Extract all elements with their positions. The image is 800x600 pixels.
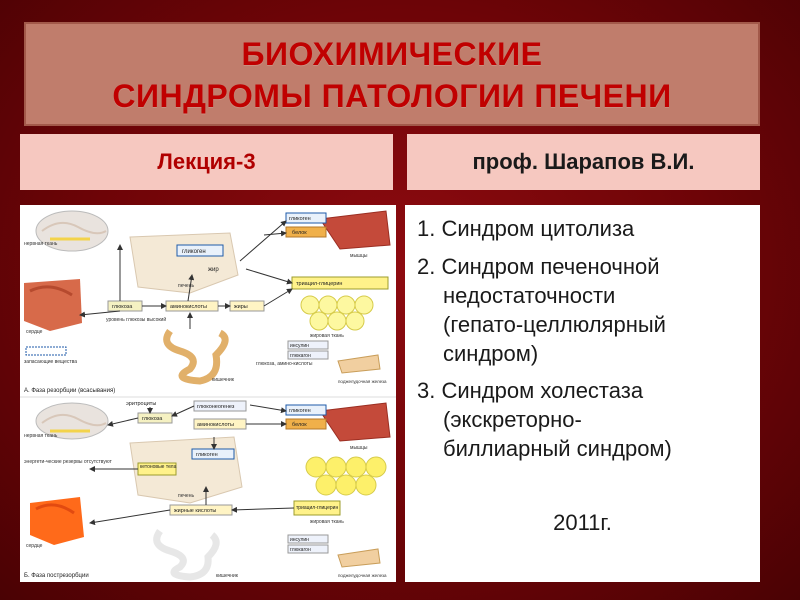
amino-acids-label: аминокислоты: [170, 304, 207, 310]
syndrome-text-line-1: Синдром холестаза: [441, 378, 644, 403]
nerve-tissue-label: нервная ткань: [24, 241, 58, 247]
glucose-label: глюкоза: [142, 416, 163, 422]
postabsorption-arrows: [89, 404, 295, 526]
author-label-box: проф. Шарапов В.И.: [407, 134, 760, 190]
absorption-arrows: [79, 220, 293, 329]
insulin-label: инсулин: [290, 343, 309, 349]
slide-title-line-1: БИОХИМИЧЕСКИЕ: [241, 36, 543, 72]
liver-label: печень: [178, 493, 194, 499]
glucose-label: глюкоза: [112, 304, 133, 310]
fat-label: жир: [208, 267, 219, 273]
muscle-glycogen-label: гликоген: [289, 408, 311, 414]
glucose-level-label: уровень глюкозы высокий: [106, 316, 166, 323]
slide-title-box: БИОХИМИЧЕСКИЕ СИНДРОМЫ ПАТОЛОГИИ ПЕЧЕНИ: [24, 22, 760, 126]
syndrome-item-liver-failure: 2. Синдром печеночной недостаточности (г…: [417, 252, 752, 368]
heart-label: сердце: [26, 543, 43, 549]
syndrome-item-cholestasis: 3. Синдром холестаза (экскреторно- билли…: [417, 376, 752, 463]
syndrome-item-cytolysis: 1. Синдром цитолиза: [417, 214, 752, 243]
protein-label: белок: [292, 230, 307, 236]
amino-acids-label: аминокислоты: [197, 422, 234, 428]
intestine-label: кишечник: [212, 377, 235, 383]
ketone-bodies-label: кетоновые тела: [140, 464, 177, 470]
metabolism-diagram-panel: нервная ткань гликоген жир печень гликог…: [20, 205, 396, 582]
glucose-amino-acids-label: глюкоза, амино-кислоты: [256, 361, 313, 367]
reserve-substances-box: [25, 346, 67, 356]
muscles-label: мышцы: [350, 445, 368, 451]
glucagon-label: глюкагон: [290, 353, 311, 359]
adipose-tissue-label: жировая ткань: [310, 519, 344, 525]
glucagon-label: глюкагон: [290, 547, 311, 553]
heart-image: [30, 497, 84, 545]
adipose-tissue-label: жировая ткань: [310, 333, 344, 339]
triacylglycerin-label: триацил-глицерин: [296, 505, 338, 511]
lecture-label-box: Лекция-3: [20, 134, 393, 190]
heart-label: сердце: [26, 329, 43, 335]
intestine-image: [163, 328, 229, 385]
lecture-label: Лекция-3: [157, 149, 256, 174]
muscle-image: [319, 402, 391, 442]
brain-image: [35, 402, 109, 440]
muscles-label: мышцы: [350, 253, 368, 259]
liver-label: печень: [178, 283, 194, 289]
liver-glycogen-label: гликоген: [196, 452, 218, 458]
year-label: 2011г.: [553, 510, 612, 535]
syndrome-text-line-2: (экскреторно-: [443, 407, 582, 432]
absorption-caption: А. Фаза резорбции (всасывания): [24, 388, 115, 394]
syndrome-text-line-2: недостаточности: [443, 283, 616, 308]
intestine-image: [153, 528, 220, 581]
protein-label: белок: [292, 422, 307, 428]
syndrome-text-line-3: (гепато-целлюлярный: [443, 312, 666, 337]
heart-image: [24, 279, 82, 331]
adipose-cells-image: [300, 295, 374, 331]
pancreas-label: поджелудочная железа: [338, 379, 387, 384]
postabsorption-phase-diagram: нервная ткань эритроциты глюкоза глюконе…: [24, 400, 391, 581]
adipose-cells-image: [305, 456, 387, 496]
reserve-substances-label: запасающие вещества: [24, 359, 77, 365]
liver-glycogen-box: [176, 244, 224, 257]
syndrome-text: Синдром цитолиза: [441, 216, 635, 241]
nerve-tissue-label: нервная ткань: [24, 433, 58, 439]
syndromes-list-panel: 1. Синдром цитолиза 2. Синдром печеночно…: [405, 205, 760, 582]
item-number: 1.: [417, 216, 436, 241]
metabolism-diagram: нервная ткань гликоген жир печень гликог…: [20, 210, 396, 581]
fatty-acids-label: жирные кислоты: [174, 508, 216, 514]
liver-glycogen-label: гликоген: [182, 249, 206, 255]
insulin-label: инсулин: [290, 537, 309, 543]
fats-label: жиры: [234, 304, 248, 310]
pancreas-label: поджелудочная железа: [338, 573, 387, 578]
gluconeogenesis-label: глюконеогенез: [197, 404, 235, 410]
pancreas-image: [337, 548, 381, 568]
triacylglycerin-label: триацил-глицерин: [296, 281, 342, 287]
intestine-label: кишечник: [216, 573, 239, 579]
syndrome-text-line-1: Синдром печеночной: [441, 254, 660, 279]
muscle-glycogen-label: гликоген: [289, 216, 311, 222]
item-number: 2.: [417, 254, 436, 279]
postabsorption-caption: Б. Фаза пострезорбции: [24, 573, 89, 579]
pancreas-image: [337, 354, 381, 374]
absorption-phase-diagram: нервная ткань гликоген жир печень гликог…: [24, 210, 391, 394]
glucagon-box: [287, 544, 329, 554]
item-number: 3.: [417, 378, 436, 403]
muscle-glycogen-box: [285, 212, 327, 224]
erythrocytes-label: эритроциты: [126, 401, 156, 407]
author-label: проф. Шарапов В.И.: [472, 149, 695, 174]
glucagon-box: [287, 350, 329, 360]
slide-title-line-2: СИНДРОМЫ ПАТОЛОГИИ ПЕЧЕНИ: [112, 78, 672, 114]
insulin-box: [287, 340, 329, 350]
syndrome-text-line-4: синдром): [443, 341, 539, 366]
syndrome-text-line-3: биллиарный синдром): [443, 436, 672, 461]
energy-reserves-label: энергети-ческие резервы отсутствуют: [24, 459, 112, 465]
muscle-image: [319, 210, 391, 250]
insulin-box: [287, 534, 329, 544]
brain-image: [35, 210, 109, 252]
